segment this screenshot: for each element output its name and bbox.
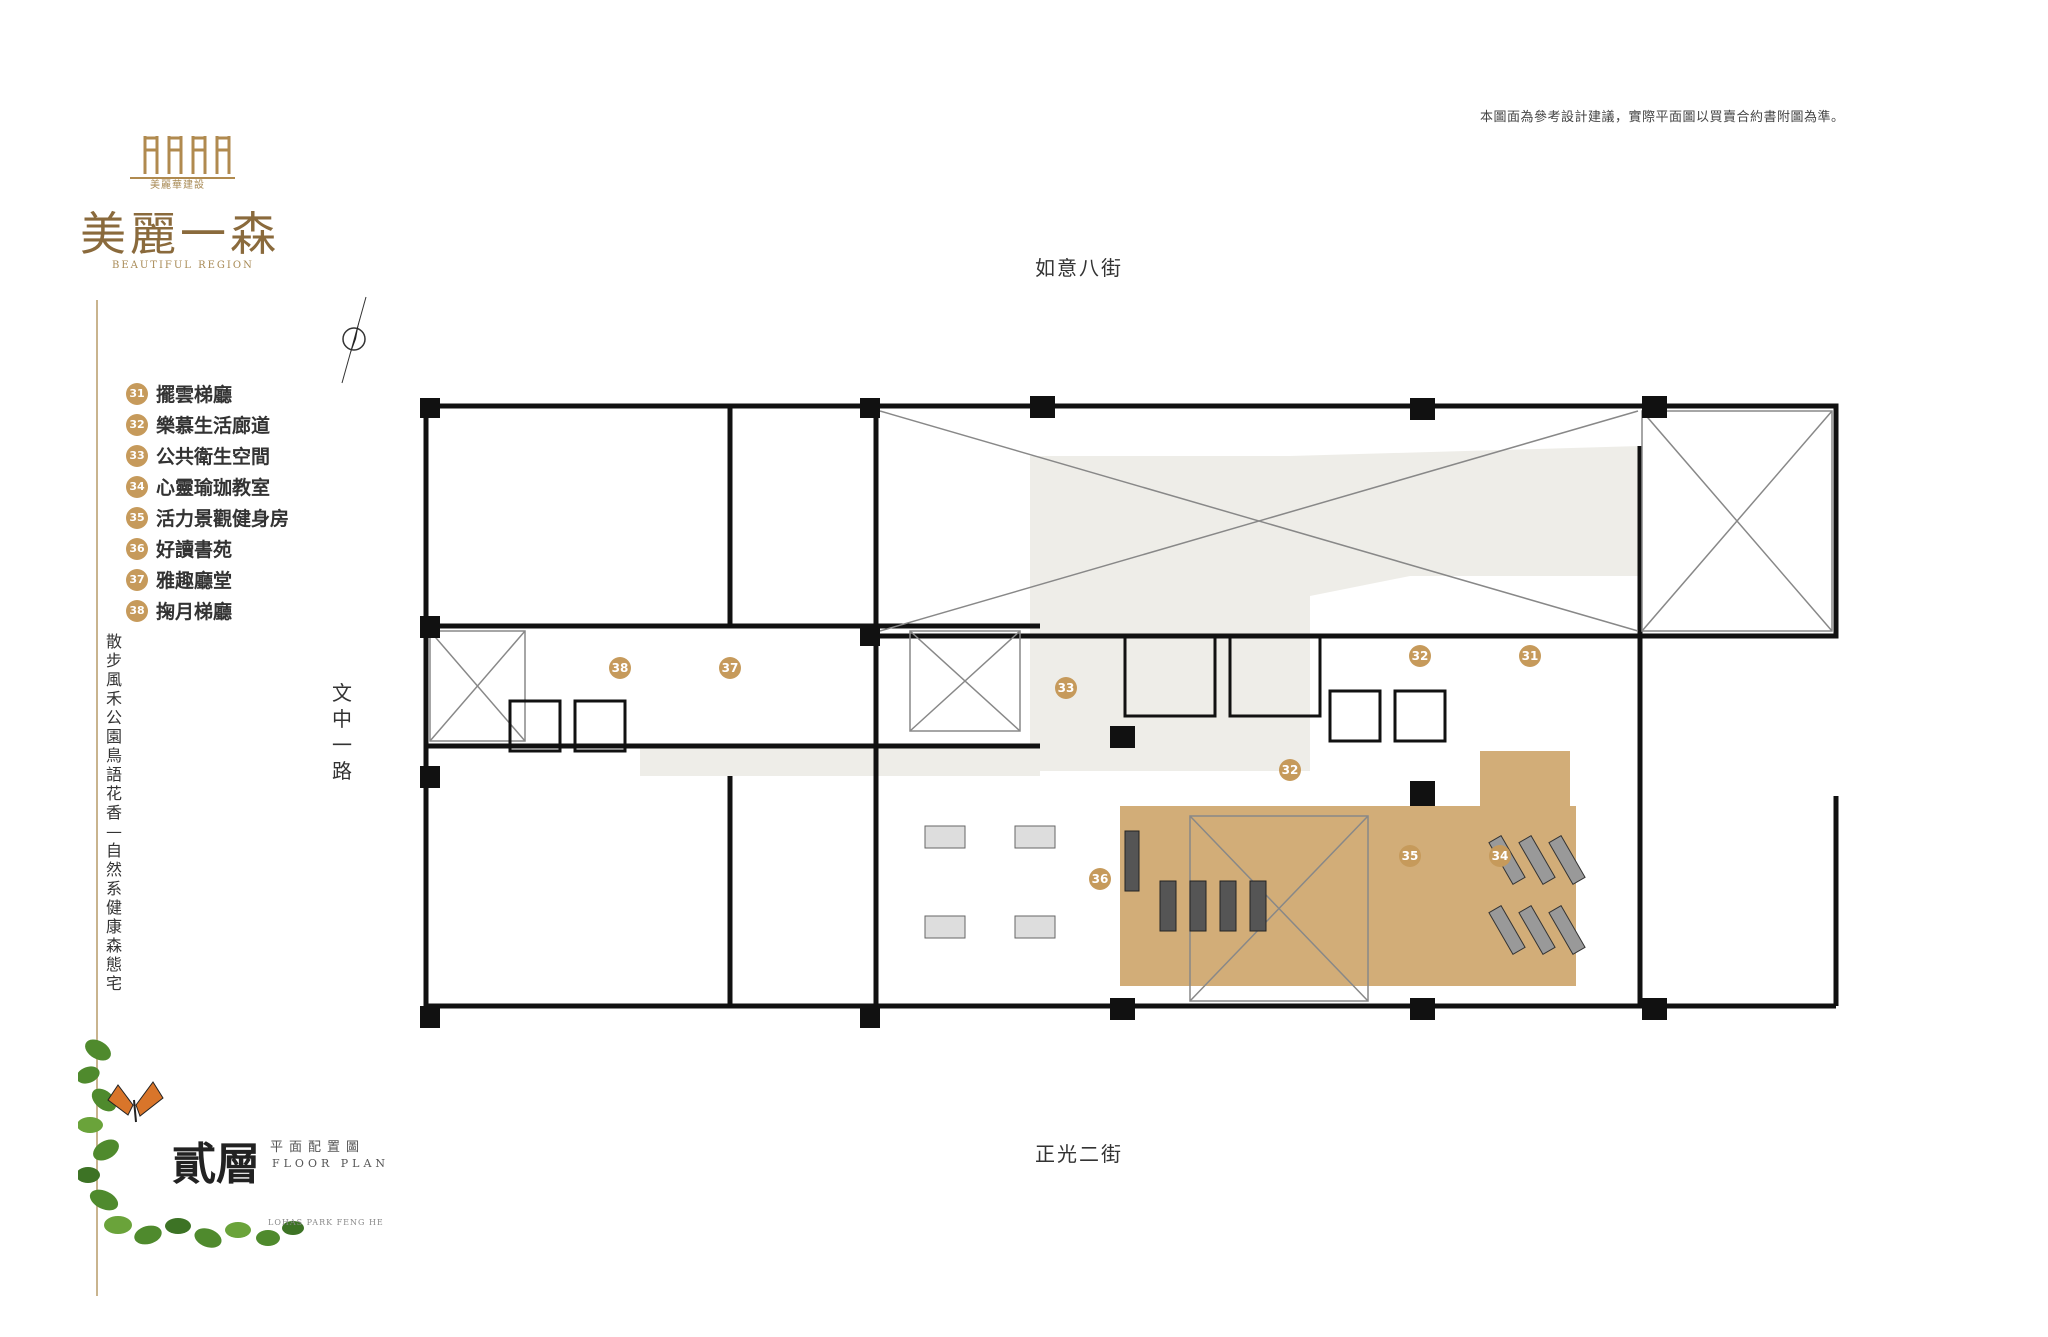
svg-text:31: 31	[1522, 649, 1539, 663]
leaf-frame-icon	[78, 1039, 304, 1248]
floor-title: 貳層	[172, 1139, 260, 1190]
street-left-label: 文中一路	[332, 681, 354, 783]
svg-text:38: 38	[612, 661, 629, 675]
corridor-area	[640, 446, 1640, 776]
brand-company: 美麗華建設	[150, 180, 205, 191]
svg-text:36: 36	[1092, 872, 1109, 886]
floor-plan-cn: 平面配置圖	[270, 1140, 366, 1155]
svg-text:33: 33	[1058, 681, 1075, 695]
disclaimer-text: 本圖面為參考設計建議，實際平面圖以買賣合約書附圖為準。	[1480, 110, 1845, 125]
gym-floor	[1120, 806, 1576, 986]
floor-plan-en: FLOOR PLAN	[272, 1157, 390, 1170]
street-bottom-label: 正光二街	[1035, 1142, 1123, 1166]
project-name: LOHAS PARK FENG HE	[268, 1218, 384, 1227]
street-top-label: 如意八街	[1035, 256, 1123, 280]
butterfly-icon	[107, 1081, 164, 1123]
svg-text:32: 32	[1282, 763, 1299, 777]
gym-floor-top	[1480, 751, 1570, 811]
svg-text:34: 34	[1492, 849, 1509, 863]
svg-text:32: 32	[1412, 649, 1429, 663]
svg-text:35: 35	[1402, 849, 1419, 863]
brand-logo-icon	[130, 136, 235, 179]
floor-plan-diagram: 31 32 32 33 34 35 36 37 38	[420, 396, 1839, 1028]
slogan-vertical: 散步風禾公園鳥語花香—自然系健康森態宅	[106, 632, 123, 993]
compass-icon	[341, 296, 367, 384]
divider-line	[96, 300, 98, 1296]
brand-title: 美麗一森	[80, 207, 280, 261]
svg-text:37: 37	[722, 661, 739, 675]
brand-english: BEAUTIFUL REGION	[112, 260, 254, 271]
